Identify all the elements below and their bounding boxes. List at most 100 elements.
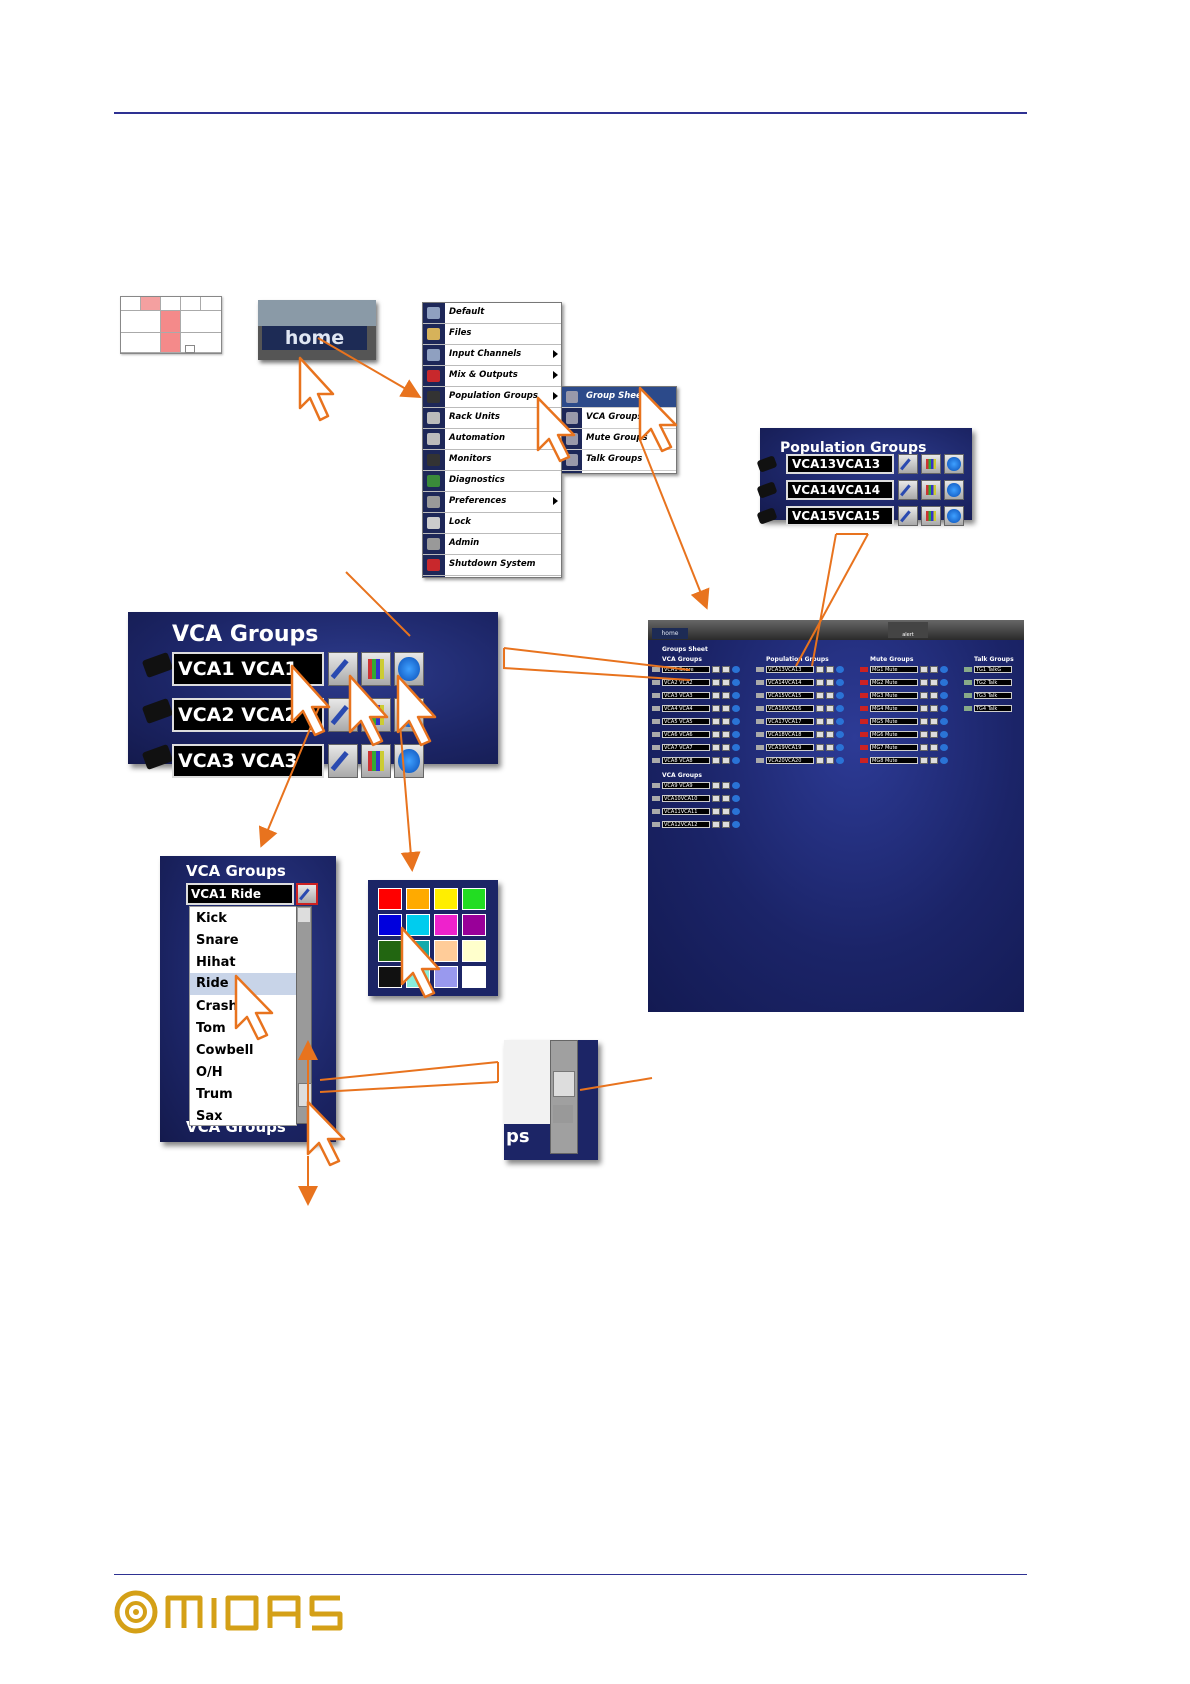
colour-button[interactable] (921, 480, 941, 500)
sheet-group-field[interactable]: MG6 Mute (870, 731, 918, 738)
sheet-edit-button[interactable] (920, 679, 928, 686)
group-name-field[interactable]: VCA14VCA14 (786, 480, 894, 500)
sheet-group-field[interactable]: TG2 Talk (974, 679, 1012, 686)
sheet-colour-button[interactable] (930, 705, 938, 712)
sheet-edit-button[interactable] (816, 757, 824, 764)
list-item[interactable]: Sax (196, 1109, 223, 1124)
sheet-edit-button[interactable] (712, 808, 720, 815)
sheet-solo-button[interactable] (732, 782, 740, 789)
sheet-colour-button[interactable] (722, 679, 730, 686)
sheet-solo-button[interactable] (836, 757, 844, 764)
sheet-group-field[interactable]: VCA16VCA16 (766, 705, 814, 712)
colour-swatch[interactable] (406, 888, 430, 910)
edit-name-button[interactable] (898, 506, 918, 526)
zoom-scrollbar[interactable] (550, 1040, 578, 1154)
menu-item[interactable]: Input Channels (423, 345, 561, 366)
sheet-colour-button[interactable] (826, 744, 834, 751)
sheet-group-field[interactable]: VCA13VCA13 (766, 666, 814, 673)
sheet-solo-button[interactable] (940, 731, 948, 738)
sheet-colour-button[interactable] (930, 731, 938, 738)
list-item[interactable]: Crash (196, 999, 238, 1014)
edit-name-button[interactable] (328, 744, 358, 778)
sheet-edit-button[interactable] (816, 705, 824, 712)
menu-item[interactable]: Mix & Outputs (423, 366, 561, 387)
sheet-solo-button[interactable] (836, 692, 844, 699)
sheet-edit-button[interactable] (816, 718, 824, 725)
colour-button[interactable] (921, 454, 941, 474)
sheet-group-field[interactable]: VCA3 VCA3 (662, 692, 710, 699)
sheet-solo-button[interactable] (732, 705, 740, 712)
sheet-edit-button[interactable] (712, 744, 720, 751)
list-item[interactable]: Hihat (196, 955, 236, 970)
colour-swatch[interactable] (378, 888, 402, 910)
sheet-group-field[interactable]: VCA10VCA10 (662, 795, 710, 802)
sheet-solo-button[interactable] (940, 744, 948, 751)
sheet-group-field[interactable]: TG3 Talk (974, 692, 1012, 699)
sheet-edit-button[interactable] (712, 705, 720, 712)
sheet-group-field[interactable]: VCA12VCA12 (662, 821, 710, 828)
sheet-edit-button[interactable] (920, 666, 928, 673)
sheet-colour-button[interactable] (722, 782, 730, 789)
sheet-edit-button[interactable] (920, 692, 928, 699)
sheet-edit-button[interactable] (712, 718, 720, 725)
sheet-edit-button[interactable] (920, 744, 928, 751)
sheet-group-field[interactable]: MG1 Mute (870, 666, 918, 673)
sheet-solo-button[interactable] (836, 718, 844, 725)
sheet-solo-button[interactable] (836, 731, 844, 738)
solo-button[interactable] (394, 652, 424, 686)
sheet-solo-button[interactable] (732, 692, 740, 699)
sheet-solo-button[interactable] (940, 757, 948, 764)
solo-button[interactable] (944, 480, 964, 500)
scroll-up-arrow[interactable] (298, 908, 310, 922)
list-item[interactable]: Snare (196, 933, 239, 948)
sheet-colour-button[interactable] (930, 757, 938, 764)
group-name-field[interactable]: VCA3 VCA3 (172, 744, 324, 778)
solo-button[interactable] (944, 506, 964, 526)
solo-button[interactable] (944, 454, 964, 474)
sheet-solo-button[interactable] (836, 705, 844, 712)
sheet-group-field[interactable]: MG3 Mute (870, 692, 918, 699)
sheet-group-field[interactable]: MG8 Mute (870, 757, 918, 764)
scroll-down-arrow[interactable] (553, 1105, 573, 1123)
edit-name-button[interactable] (296, 883, 318, 905)
sheet-colour-button[interactable] (722, 795, 730, 802)
sheet-colour-button[interactable] (930, 744, 938, 751)
sheet-solo-button[interactable] (732, 821, 740, 828)
menu-item[interactable]: Diagnostics (423, 471, 561, 492)
sheet-group-field[interactable]: VCA15VCA15 (766, 692, 814, 699)
menu-item[interactable]: Lock (423, 513, 561, 534)
sheet-colour-button[interactable] (826, 692, 834, 699)
sheet-colour-button[interactable] (826, 718, 834, 725)
colour-swatch[interactable] (462, 914, 486, 936)
sheet-group-field[interactable]: VCA5 VCA5 (662, 718, 710, 725)
sheet-colour-button[interactable] (826, 666, 834, 673)
colour-swatch[interactable] (434, 966, 458, 988)
menu-item[interactable]: Preferences (423, 492, 561, 513)
sheet-group-field[interactable]: TG4 Talk (974, 705, 1012, 712)
sheet-group-field[interactable]: VCA11VCA11 (662, 808, 710, 815)
sheet-colour-button[interactable] (930, 718, 938, 725)
colour-button[interactable] (921, 506, 941, 526)
sheet-edit-button[interactable] (816, 731, 824, 738)
sheet-edit-button[interactable] (712, 821, 720, 828)
sheet-colour-button[interactable] (722, 744, 730, 751)
colour-button[interactable] (361, 744, 391, 778)
sheet-solo-button[interactable] (940, 718, 948, 725)
sheet-solo-button[interactable] (732, 795, 740, 802)
sheet-solo-button[interactable] (732, 666, 740, 673)
sheet-solo-button[interactable] (836, 666, 844, 673)
list-item[interactable]: Trum (196, 1087, 233, 1102)
sheet-group-field[interactable]: VCA4 VCA4 (662, 705, 710, 712)
sheet-solo-button[interactable] (940, 705, 948, 712)
sheet-colour-button[interactable] (722, 757, 730, 764)
sheet-group-field[interactable]: TG1 TalkG (974, 666, 1012, 673)
sheet-colour-button[interactable] (930, 692, 938, 699)
menu-item[interactable]: Files (423, 324, 561, 345)
sheet-edit-button[interactable] (920, 757, 928, 764)
sheet-colour-button[interactable] (722, 692, 730, 699)
sheet-colour-button[interactable] (826, 757, 834, 764)
sheet-group-field[interactable]: MG2 Mute (870, 679, 918, 686)
sheet-edit-button[interactable] (816, 679, 824, 686)
sheet-solo-button[interactable] (940, 666, 948, 673)
sheet-group-field[interactable]: VCA17VCA17 (766, 718, 814, 725)
